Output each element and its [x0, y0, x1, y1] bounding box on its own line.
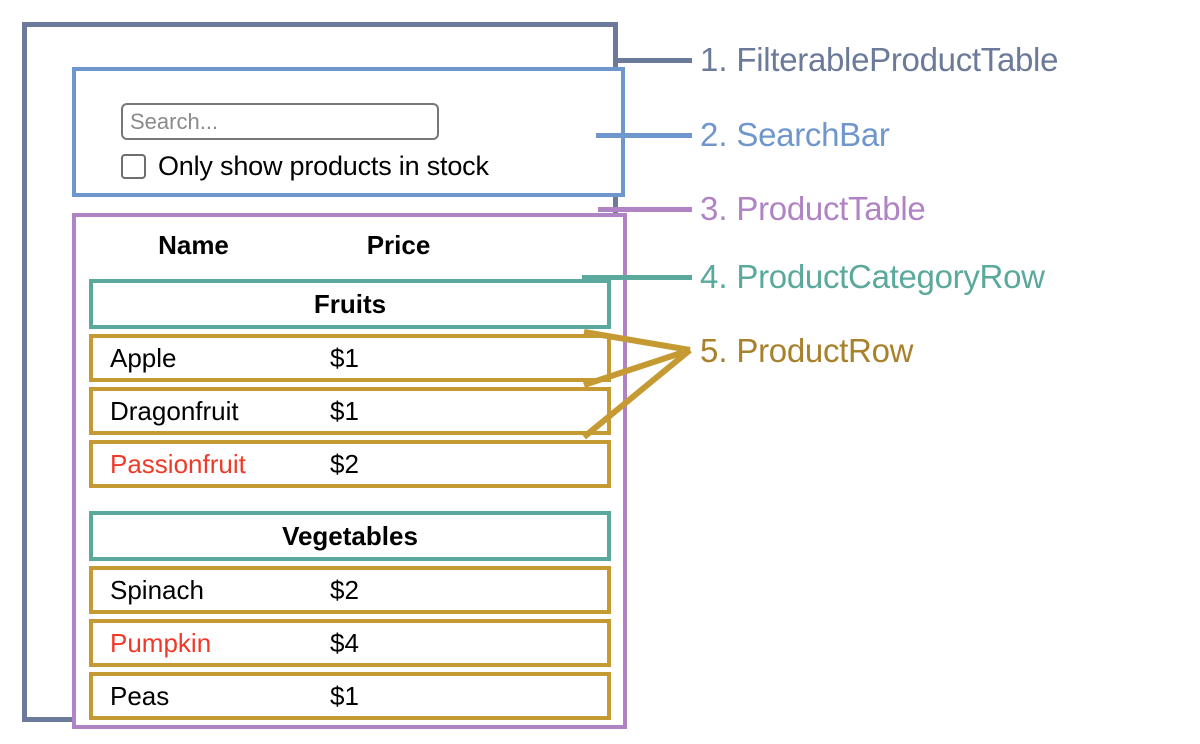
product-price: $1: [330, 395, 359, 426]
annotation-label-5: 5. ProductRow: [700, 332, 913, 370]
category-label: Fruits: [313, 288, 387, 319]
annotation-text-4: ProductCategoryRow: [736, 258, 1045, 295]
annotation-number-2: 2.: [700, 116, 728, 153]
leader-line-4: [582, 275, 692, 280]
product-category-row: Fruits: [89, 279, 611, 329]
annotation-number-3: 3.: [700, 190, 728, 227]
product-row: Peas $1: [89, 672, 611, 720]
product-row: Pumpkin $4: [89, 619, 611, 667]
product-row: Spinach $2: [89, 566, 611, 614]
column-header-name: Name: [158, 229, 229, 260]
product-row: Apple $1: [89, 334, 611, 382]
product-row: Passionfruit $2: [89, 440, 611, 488]
product-price: $2: [330, 574, 359, 605]
annotation-text-5: ProductRow: [736, 332, 914, 369]
annotation-label-3: 3. ProductTable: [700, 190, 926, 228]
product-price: $1: [330, 342, 359, 373]
category-label: Vegetables: [282, 520, 418, 551]
product-name: Passionfruit: [110, 448, 246, 479]
product-name: Spinach: [110, 574, 204, 605]
product-name: Dragonfruit: [110, 395, 239, 426]
table-header-row: Name Price: [76, 221, 623, 269]
product-price: $4: [330, 627, 359, 658]
section-spacer: [89, 493, 611, 511]
annotation-text-3: ProductTable: [736, 190, 926, 227]
search-bar-container: Only show products in stock: [72, 67, 625, 197]
product-table-container: Name Price Fruits Apple $1 Dragonfruit $…: [72, 213, 627, 729]
product-rows-area: Fruits Apple $1 Dragonfruit $1 Passionfr…: [89, 279, 611, 725]
filterable-product-table-container: Only show products in stock Name Price F…: [22, 22, 627, 729]
leader-line-1: [618, 58, 692, 63]
product-price: $2: [330, 448, 359, 479]
in-stock-filter-row[interactable]: Only show products in stock: [121, 151, 489, 182]
annotation-number-5: 5.: [700, 332, 728, 369]
leader-line-3: [598, 207, 692, 212]
annotation-label-2: 2. SearchBar: [700, 116, 890, 154]
checkbox-icon[interactable]: [121, 154, 146, 179]
in-stock-filter-label: Only show products in stock: [158, 151, 489, 181]
annotation-number-1: 1.: [700, 41, 728, 78]
product-name: Apple: [110, 342, 177, 373]
product-name: Peas: [110, 680, 170, 711]
annotation-number-4: 4.: [700, 258, 728, 295]
product-row: Dragonfruit $1: [89, 387, 611, 435]
product-category-row: Vegetables: [89, 511, 611, 561]
product-price: $1: [330, 680, 359, 711]
leader-line-2: [596, 133, 692, 138]
annotation-text-1: FilterableProductTable: [736, 41, 1059, 78]
column-header-price: Price: [366, 229, 431, 260]
search-input[interactable]: [121, 103, 439, 140]
annotation-label-1: 1. FilterableProductTable: [700, 41, 1058, 79]
annotation-label-4: 4. ProductCategoryRow: [700, 258, 1045, 296]
annotation-text-2: SearchBar: [736, 116, 890, 153]
product-name: Pumpkin: [110, 627, 212, 658]
